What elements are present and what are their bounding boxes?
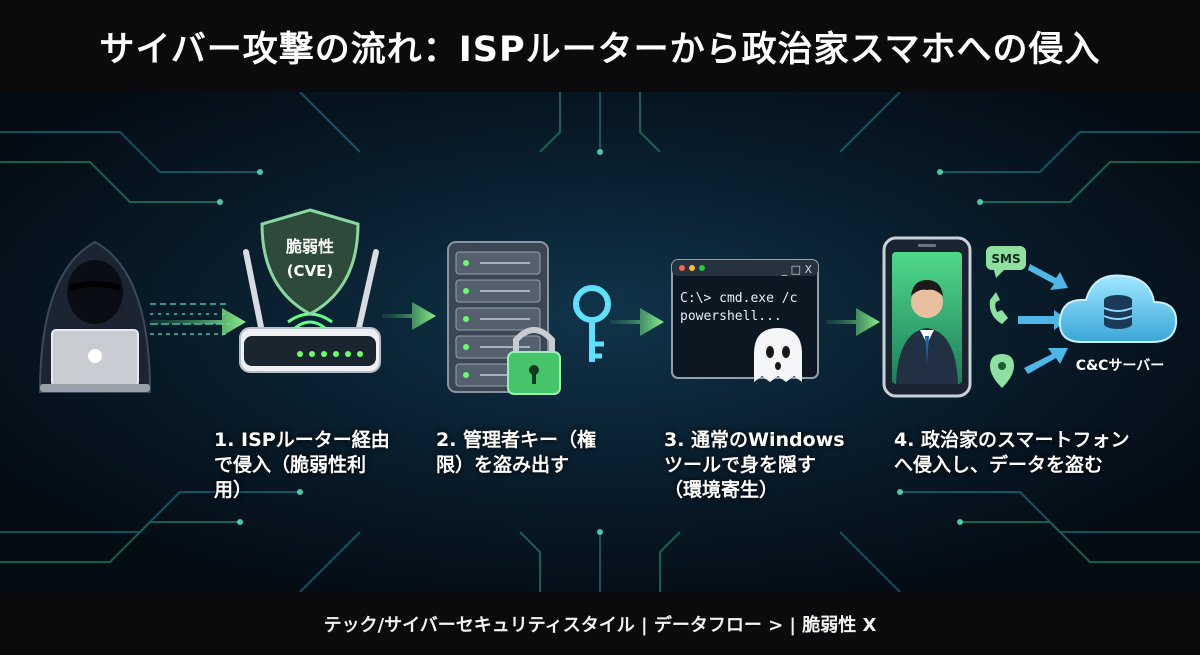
flow-arrow-3	[610, 308, 664, 336]
step-caption-4: 4. 政治家のスマートフォン へ侵入し、データを盗む	[894, 428, 1164, 478]
attack-flow-diagram: 脆弱性 (CVE)	[0, 91, 1200, 593]
step-caption-1: 1. ISPルーター経由 で侵入（脆弱性利 用）	[214, 428, 414, 503]
step-1-line-3: 用）	[214, 479, 253, 501]
step-2-line-2: 限）を盗み出す	[436, 454, 570, 476]
cnc-cloud-icon	[1058, 274, 1178, 343]
step-1-line-1: 1. ISPルーター経由	[214, 429, 390, 451]
step-1-line-2: で侵入（脆弱性利	[214, 454, 367, 476]
router-icon	[239, 249, 381, 373]
step-3-line-1: 3. 通常のWindows	[664, 429, 845, 451]
sms-label: SMS	[991, 252, 1020, 266]
step-2-line-1: 2. 管理者キー（権	[436, 429, 597, 451]
footer-bar: テック/サイバーセキュリティスタイル | データフロー > | 脆弱性 X	[0, 592, 1200, 655]
flow-arrow-4	[826, 308, 880, 336]
step-4-line-2: へ侵入し、データを盗む	[894, 454, 1104, 476]
step-caption-2: 2. 管理者キー（権 限）を盗み出す	[436, 428, 616, 478]
exfiltration-arrows	[1018, 264, 1068, 374]
shield-label-vulnerability: 脆弱性	[286, 237, 334, 256]
database-icon	[1103, 295, 1133, 329]
vulnerability-shield-icon: 脆弱性 (CVE)	[260, 208, 360, 316]
circuit-nodes-decoration	[217, 149, 983, 535]
step-caption-3: 3. 通常のWindows ツールで身を隠す （環境寄生）	[664, 428, 864, 503]
admin-key-icon	[573, 285, 611, 362]
flow-arrow-1	[150, 308, 246, 336]
shield-label-cve: (CVE)	[287, 262, 334, 280]
hacker-icon	[38, 240, 152, 393]
location-pin-icon	[990, 354, 1014, 388]
terminal-command-line-2: powershell...	[680, 309, 782, 324]
ghost-icon	[754, 328, 802, 382]
apple-logo-icon	[88, 349, 102, 363]
diagram-canvas: 脆弱性 (CVE)	[0, 91, 1200, 593]
cnc-server-label: C&Cサーバー	[1076, 358, 1165, 374]
politician-icon	[896, 280, 958, 384]
phone-call-icon	[989, 292, 1008, 324]
circuit-lines-decoration	[0, 91, 1200, 593]
header-bar: サイバー攻撃の流れ：ISPルーターから政治家スマホへの侵入	[0, 0, 1200, 92]
terminal-command-line-1: C:\> cmd.exe /c	[680, 291, 797, 306]
page-title: サイバー攻撃の流れ：ISPルーターから政治家スマホへの侵入	[99, 29, 1101, 70]
footer-text: テック/サイバーセキュリティスタイル | データフロー > | 脆弱性 X	[323, 614, 877, 636]
step-4-line-1: 4. 政治家のスマートフォン	[894, 429, 1130, 451]
padlock-icon	[507, 327, 561, 395]
sms-bubble-icon: SMS	[986, 246, 1026, 278]
terminal-window-controls: _ □ X	[781, 263, 813, 276]
step-3-line-2: ツールで身を隠す	[664, 454, 817, 476]
step-3-line-3: （環境寄生）	[664, 479, 779, 501]
flow-arrow-2	[382, 302, 436, 330]
